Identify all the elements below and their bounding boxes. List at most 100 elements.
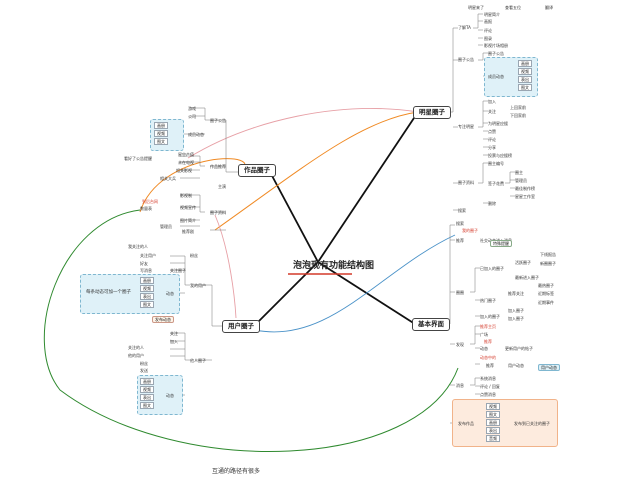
works-low-item: 管理员	[160, 224, 172, 229]
basic-footer-item: 表出	[486, 427, 500, 434]
star-data-mid: 签子花费	[488, 181, 504, 186]
works-panel-item: 画册	[154, 122, 168, 129]
user-top: 粉丝	[190, 253, 198, 258]
star-pub-member: 成员动态	[488, 74, 504, 79]
user-others-item: 关注的人	[128, 345, 144, 350]
star-pub-panel-item: 视频	[518, 68, 532, 75]
user-panel-title: 每条动态可加一个圈子	[86, 290, 131, 295]
star-data-tail: 搜索	[458, 208, 466, 213]
basic-inbox-tag[interactable]: 特殊提醒	[490, 240, 512, 247]
user-dynamic: 动态	[166, 291, 174, 296]
user-follow: 关注圈子	[170, 268, 186, 273]
star-circle-pub: 圈子公告	[458, 57, 474, 62]
works-panel-item: 视频	[154, 130, 168, 137]
user-panel-item: 画册	[140, 277, 154, 284]
basic-publish: 发现	[456, 342, 464, 347]
works-member: 成员动态	[188, 132, 204, 137]
star-data: 圈子资料	[458, 180, 474, 185]
basic-circle-item: 加入圈子	[508, 316, 524, 321]
works-publish: 圈子公告	[210, 118, 226, 123]
user-others-item: 加入	[170, 339, 178, 344]
user-low-dynamic: 动态	[166, 393, 174, 398]
basic-footer-item: 音频	[486, 435, 500, 442]
user-low-item: 表出	[140, 394, 154, 401]
works-low: 数量表	[140, 206, 152, 211]
works-left-mid: 相关大兵	[160, 176, 176, 181]
node-user-circle[interactable]: 用户圈子	[222, 320, 260, 333]
basic-footer-item: 视频	[486, 403, 500, 410]
user-panel	[80, 274, 180, 314]
star-data-item: 最佳制作榜	[515, 186, 535, 191]
basic-circle-sub: 新圈圈子	[540, 261, 556, 266]
basic-publish-item: 更新用户的帖子	[505, 346, 533, 351]
basic-message-item: 点赞消息	[480, 392, 496, 397]
works-notice: 看好了公告提醒	[124, 156, 152, 161]
user-low-item: 画册	[140, 378, 154, 385]
star-about-item: 画报	[484, 19, 492, 24]
user-top: 写消息	[140, 268, 152, 273]
basic-publish-item: 推荐	[484, 339, 492, 344]
star-data-item: 星星工作室	[515, 194, 535, 199]
star-pub-panel-item: 表出	[518, 76, 532, 83]
node-basic-page[interactable]: 基本界面	[412, 318, 450, 331]
user-left: 我关注的人	[128, 244, 148, 249]
basic-circle-item: 推荐关注	[508, 291, 524, 296]
star-data-item: 圈主	[515, 170, 523, 175]
works-stat: 星空产值	[178, 152, 194, 157]
basic-publish-item: 用户动态	[508, 363, 524, 368]
star-pub-panel-item: 图文	[518, 84, 532, 91]
basic-message: 消息	[456, 383, 464, 388]
star-pub-panel-item: 画册	[518, 60, 532, 67]
top-item-1: 明星来了	[468, 5, 484, 10]
basic-publish-item: 推荐	[486, 363, 494, 368]
basic-circle-sub: 近期事件	[538, 300, 554, 305]
star-focus-sub: 下回家前	[510, 113, 526, 118]
basic-footer-label: 发布到已关注的圈子	[514, 421, 550, 426]
user-top: 关注用户	[140, 253, 156, 258]
works-mid: 主演	[218, 184, 226, 189]
works-left-mid: 相关影视	[176, 168, 192, 173]
top-item-3: 翻译	[545, 5, 553, 10]
user-publish-tag[interactable]: 发布动态	[152, 316, 174, 323]
center-title: 泡泡现有功能结构图	[293, 261, 375, 271]
works-top: 游戏	[188, 106, 196, 111]
user-panel-item: 图文	[140, 301, 154, 308]
star-gallery: 影视片场相册	[484, 43, 508, 48]
works-mid: 推荐剧	[182, 229, 194, 234]
user-others: 他人圈子	[190, 358, 206, 363]
star-about-item: 图录	[484, 36, 492, 41]
star-focus-item: 关注	[488, 109, 496, 114]
user-others-item: 他的用户	[128, 353, 144, 358]
node-works-circle[interactable]: 作品圈子	[238, 164, 276, 177]
works-top: 公司	[188, 114, 196, 119]
star-focus-more: 投票与应援榜	[488, 153, 512, 158]
star-data-left: 删除	[488, 201, 496, 206]
star-focus-item: 为明星应援	[488, 121, 508, 126]
basic-circle-sub: 最新进入圈子	[515, 275, 539, 280]
basic-inbox: 推荐	[456, 238, 464, 243]
works-low-item: 视频宣传	[180, 205, 196, 210]
bottom-note: 互通的路径有很多	[212, 468, 261, 475]
basic-message-item: 系统消息	[480, 376, 496, 381]
star-focus-item: 加入	[488, 99, 496, 104]
star-pub-item: 圈子公告	[488, 51, 504, 56]
basic-message-item: 评论 / 回复	[480, 384, 500, 389]
star-focus-more: 点赞	[488, 129, 496, 134]
basic-footer-panel	[452, 399, 558, 447]
basic-publish-item: 动态中的	[480, 355, 496, 360]
star-focus-sub: 上回家前	[510, 105, 526, 110]
node-star-circle[interactable]: 明星圈子	[413, 106, 451, 119]
star-focus-more: 评论	[488, 137, 496, 142]
basic-user-tag[interactable]: 用户动态	[538, 364, 560, 371]
basic-top: 搜索	[456, 221, 464, 226]
basic-circle-item: 已加入的圈子	[480, 266, 504, 271]
basic-publish-item: 广场	[480, 332, 488, 337]
user-others-item: 发送	[140, 368, 148, 373]
star-focus-more: 分享	[488, 145, 496, 150]
basic-footer: 发布作品	[458, 421, 474, 426]
user-mine: 我的用户	[190, 283, 206, 288]
basic-circle: 圈圈	[456, 290, 464, 295]
user-panel-item: 视频	[140, 285, 154, 292]
basic-footer-item: 画册	[486, 419, 500, 426]
